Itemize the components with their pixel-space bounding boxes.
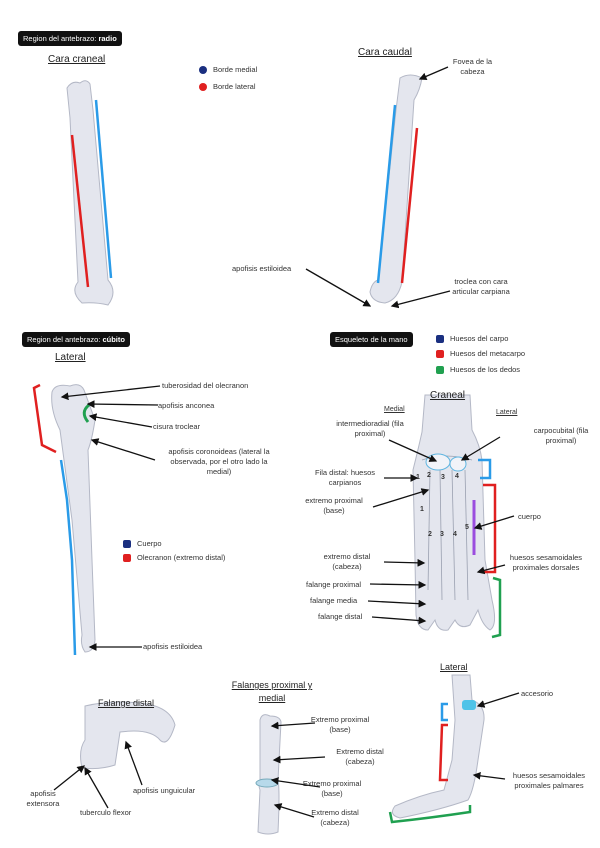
metacarpal-number: 4: [453, 531, 457, 538]
label-pm-proximal-1: Extremo proximal (base): [310, 715, 370, 734]
label-falange-media: falange media: [310, 596, 358, 605]
legend-dot: [436, 349, 444, 358]
metacarpal-number: 5: [465, 524, 469, 531]
mano-lateral-title: Lateral: [440, 662, 468, 672]
hand-craneal-bones: [412, 394, 496, 631]
label-pm-proximal-2: Extremo proximal (base): [302, 779, 362, 798]
label-troclea: troclea con cara articular carpiana: [452, 277, 510, 296]
legend-olecranon: Olecranon (extremo distal): [123, 553, 225, 562]
legend-dot: [123, 553, 131, 562]
carpal-number: 1: [416, 474, 420, 481]
label-falange-distal: falange distal: [318, 612, 363, 621]
label-estiloidea-cubito: apofisis estiloidea: [143, 642, 203, 651]
label-coronoideas: apofisis coronoideas (lateral la observa…: [168, 447, 270, 476]
cubito-badge: Region del antebrazo: cúbito: [22, 332, 130, 347]
legend-dedos: Huesos de los dedos: [436, 365, 520, 374]
legend-dot: [199, 65, 207, 74]
mano-badge: Esqueleto de la mano: [330, 332, 413, 347]
label-pm-distal-1: Extremo distal (cabeza): [336, 747, 384, 766]
label-pm-distal-2: Extremo distal (cabeza): [311, 808, 359, 827]
radio-badge: Region del antebrazo: radio: [18, 31, 122, 46]
label-flexor: tuberculo flexor: [80, 808, 132, 817]
label-extremo-distal: extremo distal (cabeza): [323, 552, 371, 571]
label-intermedioradial: intermedioradial (fila proximal): [336, 419, 404, 438]
label-accesorio: accesorio: [521, 689, 554, 698]
medial-label: Medial: [384, 406, 405, 413]
label-cisura: cisura troclear: [153, 422, 201, 431]
legend-carpo: Huesos del carpo: [436, 334, 508, 343]
label-cuerpo: cuerpo: [518, 512, 541, 521]
label-estiloidea-radio: apofisis estiloidea: [232, 264, 292, 273]
mano-craneal-title: Craneal: [430, 390, 466, 401]
label-ungicular: apofisis unguicular: [133, 786, 196, 795]
legend-dot: [199, 82, 207, 91]
legend-cuerpo: Cuerpo: [123, 539, 162, 548]
metacarpal-number: 2: [428, 531, 432, 538]
legend-dot: [436, 365, 444, 374]
label-extremo-proximal: extremo proximal (base): [305, 496, 363, 515]
lateral-label: Lateral: [496, 409, 518, 416]
legend-metacarpo: Huesos del metacarpo: [436, 349, 525, 358]
legend-borde-medial: Borde medial: [199, 65, 257, 74]
falange-distal-bone: [80, 701, 176, 770]
label-sesamoideos-palmares: huesos sesamoidales proximales palmares: [512, 771, 586, 790]
carpal-number: 3: [441, 474, 445, 481]
falanges-pm-bone: [257, 714, 282, 835]
metacarpal-number: 3: [440, 531, 444, 538]
cara-caudal-title: Cara caudal: [358, 47, 412, 58]
label-fila-distal: Fila distal: huesos carpianos: [314, 468, 376, 487]
radius-craneal-bone: [66, 80, 114, 306]
hand-lateral-bones: [391, 674, 485, 819]
legend-dot: [436, 334, 444, 343]
label-anconea: apofisis anconea: [158, 401, 215, 410]
label-tuberosidad: tuberosidad del olecranon: [162, 381, 249, 390]
cubito-lateral-title: Lateral: [55, 352, 86, 363]
label-carpocubital: carpocubital (fila proximal): [533, 426, 589, 445]
legend-dot: [123, 539, 131, 548]
label-falange-proximal: falange proximal: [306, 580, 362, 589]
carpal-number: 2: [427, 472, 431, 479]
label-sesamoideos-dorsales: huesos sesamoidales proximales dorsales: [509, 553, 583, 572]
cara-craneal-title: Cara craneal: [48, 54, 106, 65]
metacarpal-number: 1: [420, 506, 424, 513]
carpal-number: 4: [455, 473, 459, 480]
label-extensora: apofisis extensora: [26, 789, 60, 808]
falanges-pm-title: Falanges proximal y medial: [231, 680, 313, 703]
radius-caudal-bone: [369, 74, 423, 304]
label-fovea: Fovea de la cabeza: [452, 57, 493, 76]
legend-borde-lateral: Borde lateral: [199, 82, 256, 91]
falange-distal-title: Falange distal: [98, 698, 155, 708]
